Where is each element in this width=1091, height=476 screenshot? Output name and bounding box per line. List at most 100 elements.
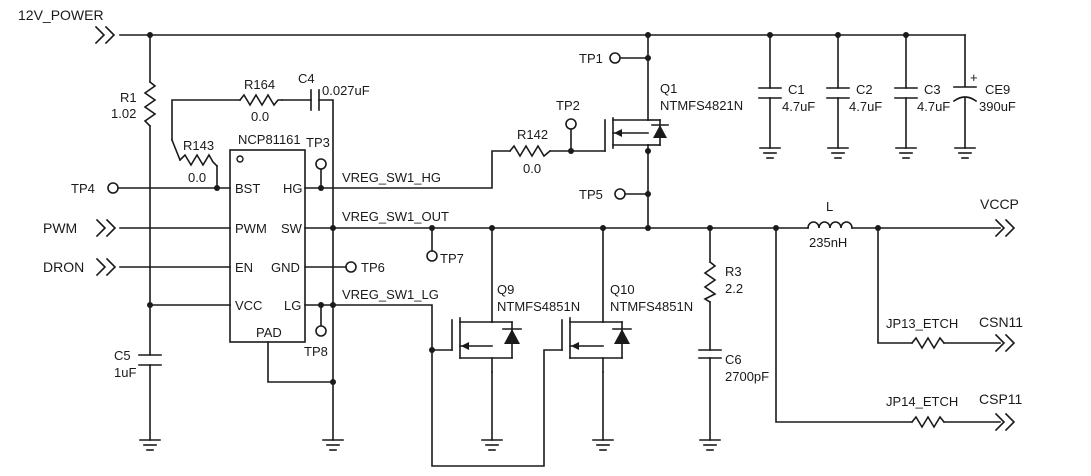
wire-r143-diag bbox=[170, 138, 182, 162]
capacitors bbox=[138, 86, 978, 366]
capacitor-c4 bbox=[310, 89, 320, 111]
capacitor-c5 bbox=[138, 354, 162, 366]
wire-lg-q9 bbox=[332, 304, 453, 351]
junction bbox=[875, 225, 881, 231]
capacitor-c2 bbox=[826, 87, 850, 99]
junction bbox=[330, 379, 336, 385]
ce9-ref: CE9 bbox=[985, 82, 1010, 97]
net-label-pwm: PWM bbox=[43, 220, 77, 236]
net-label-12v-power: 12V_POWER bbox=[18, 7, 104, 23]
junction bbox=[645, 55, 651, 61]
junction bbox=[773, 225, 779, 231]
net-label-hg: VREG_SW1_HG bbox=[342, 170, 441, 185]
ground-icon bbox=[481, 439, 503, 451]
net-label-csn11: CSN11 bbox=[979, 314, 1023, 330]
junction bbox=[707, 225, 713, 231]
port-csn-arrow bbox=[994, 333, 1006, 353]
ic-body bbox=[229, 149, 306, 343]
q10-value: NTMFS4851N bbox=[610, 299, 693, 314]
r142-ref: R142 bbox=[517, 127, 548, 142]
ports bbox=[94, 25, 1016, 432]
r1-value: 1.02 bbox=[111, 106, 136, 121]
c1-ref: C1 bbox=[788, 82, 805, 97]
ic-pin1-marker bbox=[236, 155, 244, 163]
junction bbox=[489, 225, 495, 231]
junction bbox=[318, 302, 324, 308]
testpoint-tp5 bbox=[614, 188, 626, 200]
resistor-jp14 bbox=[910, 415, 946, 429]
tp5-label: TP5 bbox=[579, 187, 603, 202]
ic-pin-pwm: PWM bbox=[235, 221, 267, 236]
testpoint-tp6 bbox=[345, 261, 357, 273]
l-value: 235nH bbox=[809, 235, 847, 250]
r142-value: 0.0 bbox=[523, 161, 541, 176]
jp14-ref: JP14_ETCH bbox=[886, 394, 958, 409]
tp4-label: TP4 bbox=[71, 181, 95, 196]
net-label-out: VREG_SW1_OUT bbox=[342, 209, 449, 224]
ic-pin-en: EN bbox=[235, 260, 253, 275]
tp6-label: TP6 bbox=[361, 260, 385, 275]
q9-ref: Q9 bbox=[497, 282, 514, 297]
junction bbox=[214, 185, 220, 191]
junction bbox=[147, 32, 153, 38]
wire-c4-sw bbox=[318, 99, 334, 441]
junction bbox=[330, 225, 336, 231]
capacitor-c3 bbox=[894, 87, 918, 99]
junction bbox=[318, 185, 324, 191]
c4-ref: C4 bbox=[298, 71, 315, 86]
q10-ref: Q10 bbox=[610, 282, 635, 297]
l-ref: L bbox=[826, 199, 833, 214]
resistor-r164 bbox=[238, 93, 283, 107]
mosfet-q1 bbox=[604, 117, 669, 152]
junction bbox=[147, 302, 153, 308]
port-csn-arrow bbox=[1004, 333, 1016, 353]
port-dron-arrow bbox=[105, 257, 117, 277]
wire-pad bbox=[267, 341, 334, 383]
ground-icon bbox=[699, 439, 721, 451]
c3-value: 4.7uF bbox=[917, 99, 950, 114]
r3-ref: R3 bbox=[725, 264, 742, 279]
ic-pin-bst: BST bbox=[235, 181, 260, 196]
testpoint-tp7 bbox=[426, 250, 438, 262]
tp2-label: TP2 bbox=[556, 98, 580, 113]
c2-value: 4.7uF bbox=[849, 99, 882, 114]
ic-pin-pad: PAD bbox=[256, 325, 282, 340]
ground-icon bbox=[759, 147, 781, 159]
port-pwm-arrow bbox=[95, 218, 107, 238]
r143-value: 0.0 bbox=[188, 170, 206, 185]
port-csp-arrow bbox=[1004, 412, 1016, 432]
junctions bbox=[147, 32, 909, 385]
testpoint-circles bbox=[107, 52, 626, 337]
junction bbox=[429, 225, 435, 231]
tp3-label: TP3 bbox=[306, 135, 330, 150]
ce9-polarity: + bbox=[970, 70, 978, 85]
c4-value: 0.027uF bbox=[322, 83, 370, 98]
c5-ref: C5 bbox=[114, 348, 131, 363]
grounds bbox=[139, 147, 976, 451]
port-dron-arrow bbox=[95, 257, 107, 277]
wire-hg bbox=[304, 150, 511, 189]
port-vccp-arrow bbox=[1004, 218, 1016, 238]
wire-csp bbox=[775, 227, 913, 423]
jp13-ref: JP13_ETCH bbox=[886, 316, 958, 331]
wire-csn bbox=[877, 227, 913, 344]
port-pwm-arrow bbox=[105, 218, 117, 238]
junction bbox=[903, 32, 909, 38]
testpoint-tp1 bbox=[609, 52, 621, 64]
junction bbox=[645, 32, 651, 38]
resistor-jp13 bbox=[910, 336, 946, 350]
testpoint-tp8 bbox=[315, 325, 327, 337]
ic-ncp81161 bbox=[229, 149, 306, 343]
testpoint-tp4 bbox=[107, 182, 119, 194]
junction bbox=[645, 225, 651, 231]
net-label-csp11: CSP11 bbox=[979, 391, 1023, 407]
resistor-r142 bbox=[508, 144, 552, 158]
resistor-r143 bbox=[178, 153, 219, 168]
labels: 12V_POWER PWM DRON VCCP CSN11 CSP11 VREG… bbox=[18, 7, 1023, 409]
testpoint-tp3 bbox=[315, 158, 327, 170]
port-vccp-arrow bbox=[994, 218, 1006, 238]
c5-value: 1uF bbox=[114, 365, 136, 380]
port-12v-arrow bbox=[94, 25, 106, 45]
port-csp-arrow bbox=[994, 412, 1006, 432]
